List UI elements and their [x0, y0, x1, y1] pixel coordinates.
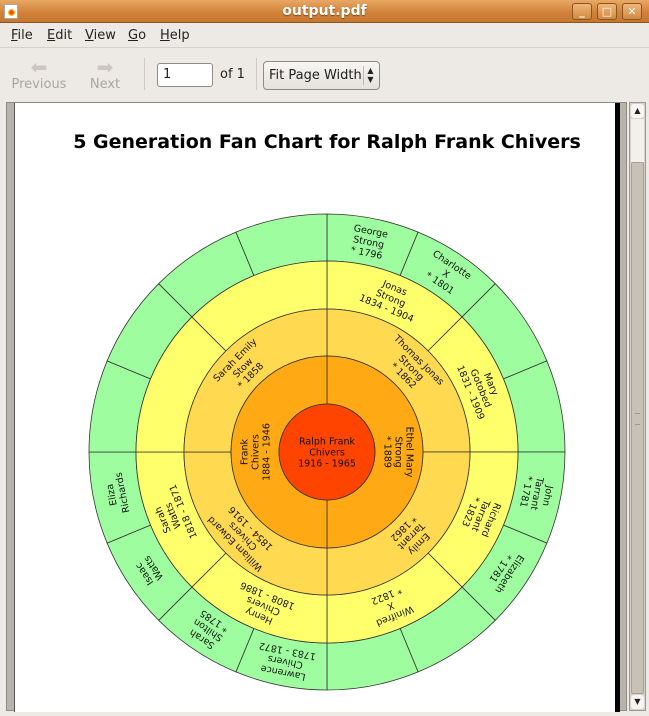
toolbar-separator	[256, 58, 257, 90]
person-label: John	[540, 484, 555, 507]
vertical-scrollbar[interactable]: ▲ ▼	[629, 102, 646, 711]
previous-label: Previous	[11, 77, 67, 92]
scroll-track[interactable]	[631, 119, 644, 162]
scroll-thumb[interactable]	[631, 162, 644, 694]
menu-go[interactable]: Go	[128, 28, 147, 43]
person-label: Chivers	[251, 434, 262, 470]
next-button[interactable]: ➡ Next	[86, 57, 124, 92]
person-label: Eliza	[105, 483, 120, 507]
person-label: Ethel Mary	[404, 427, 415, 478]
pdf-page: 5 Generation Fan Chart for Ralph Frank C…	[14, 103, 620, 712]
person-label: Strong	[393, 436, 404, 467]
previous-button[interactable]: ⬅ Previous	[11, 57, 67, 92]
person-label: Chivers	[309, 448, 345, 459]
zoom-select[interactable]: Fit Page Width ▲▼	[263, 61, 380, 90]
toolbar: ⬅ Previous ➡ Next 1 of 1 Fit Page Width …	[0, 49, 649, 101]
sector-gen1[interactable]	[278, 403, 376, 501]
next-label: Next	[89, 77, 121, 92]
person-label: 1884 - 1946	[262, 423, 273, 481]
scroll-down-icon[interactable]: ▼	[631, 695, 644, 709]
person-label: Ralph Frank	[299, 437, 355, 448]
scroll-up-icon[interactable]: ▲	[631, 104, 644, 118]
toolbar-separator	[144, 58, 145, 90]
fan-chart: 5 Generation Fan Chart for Ralph Frank C…	[73, 131, 581, 691]
grip-icon	[635, 413, 640, 425]
menu-bar: File Edit View Go Help	[0, 24, 649, 48]
spinner-arrows-icon: ▲▼	[363, 66, 377, 85]
document-view: 5 Generation Fan Chart for Ralph Frank C…	[6, 102, 627, 712]
zoom-select-value: Fit Page Width	[269, 68, 362, 83]
app-icon	[4, 4, 18, 19]
window-title: output.pdf	[282, 3, 367, 19]
person-label: X	[385, 599, 396, 612]
chart-title: 5 Generation Fan Chart for Ralph Frank C…	[73, 131, 581, 153]
person-label: X	[440, 268, 452, 281]
person-label: * 1889	[382, 436, 393, 468]
maximize-button[interactable]: □	[597, 3, 617, 20]
close-button[interactable]: ✕	[622, 3, 642, 20]
arrow-left-icon: ⬅	[30, 55, 48, 79]
arrow-right-icon: ➡	[96, 55, 114, 79]
title-bar: output.pdf _ □ ✕	[0, 0, 649, 23]
menu-edit[interactable]: Edit	[47, 28, 73, 43]
minimize-button[interactable]: _	[572, 3, 592, 20]
menu-file[interactable]: File	[11, 28, 33, 43]
person-label: Frank	[240, 438, 251, 465]
menu-help[interactable]: Help	[160, 28, 190, 43]
menu-view[interactable]: View	[85, 28, 116, 43]
page-number-input[interactable]: 1	[157, 63, 213, 87]
page-count-label: of 1	[220, 67, 245, 82]
person-label: 1916 - 1965	[298, 459, 356, 470]
